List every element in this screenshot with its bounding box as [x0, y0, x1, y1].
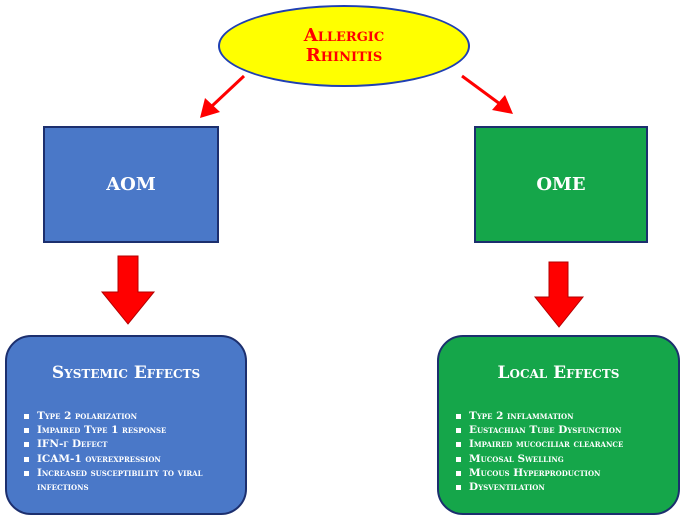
systemic-effects-panel: Systemic Effects Type 2 polarization Imp… [5, 335, 247, 515]
list-item: Dysventilation [453, 480, 672, 494]
list-item: IFN-γ Defect [21, 437, 239, 451]
list-item: Impaired Type 1 response [21, 423, 239, 437]
down-arrow-left [100, 255, 156, 325]
arrow-to-ome [461, 74, 513, 114]
list-item: Type 2 inflammation [453, 409, 672, 423]
ome-box: OME [474, 126, 648, 243]
list-item: Eustachian Tube Dysfunction [453, 423, 672, 437]
local-effects-list: Type 2 inflammation Eustachian Tube Dysf… [453, 409, 672, 494]
list-item: Impaired mucociliar clearance [453, 437, 672, 451]
systemic-effects-title: Systemic Effects [51, 363, 201, 383]
aom-box: AOM [43, 126, 219, 243]
list-item: Increased susceptibility to viral infect… [21, 466, 239, 494]
list-item: Mucous Hyperproduction [453, 466, 672, 480]
down-arrow-right [533, 261, 585, 328]
local-effects-panel: Local Effects Type 2 inflammation Eustac… [437, 335, 680, 515]
list-item: ICAM-1 overexpression [21, 452, 239, 466]
list-item: Type 2 polarization [21, 409, 239, 423]
systemic-effects-list: Type 2 polarization Impaired Type 1 resp… [21, 409, 239, 494]
arrow-to-aom [200, 74, 246, 118]
aom-label: AOM [106, 174, 156, 195]
list-item: Mucosal Swelling [453, 452, 672, 466]
node-title-line2: Rhinitis [305, 45, 383, 66]
allergic-rhinitis-node: Allergic Rhinitis [218, 5, 470, 87]
node-title-line1: Allergic [303, 25, 385, 46]
ome-label: OME [536, 174, 586, 195]
local-effects-title: Local Effects [497, 363, 620, 383]
